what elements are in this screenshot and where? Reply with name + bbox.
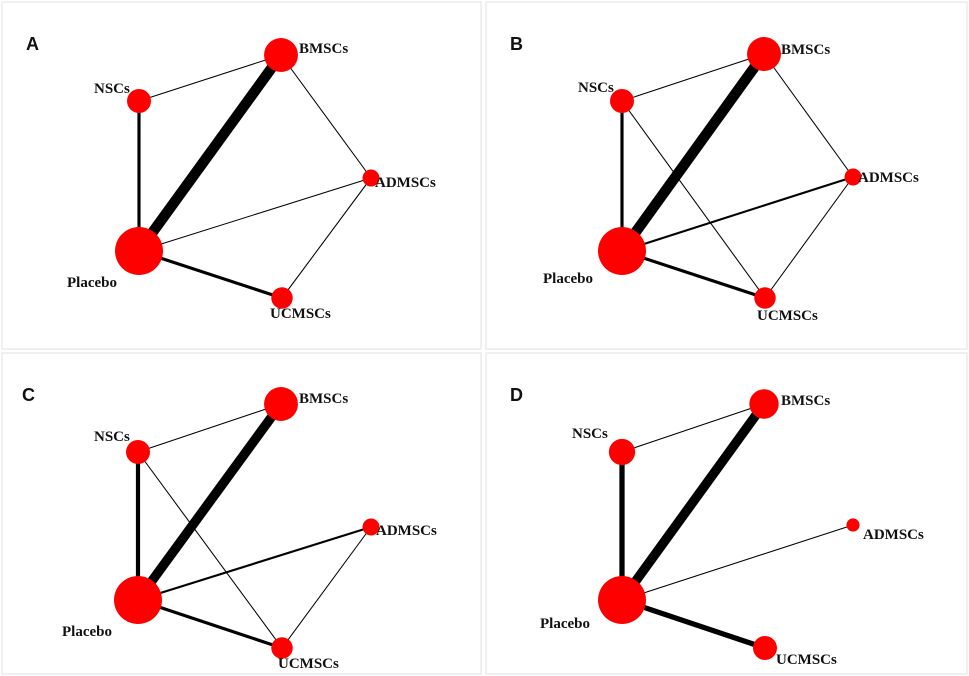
- panel-letter: C: [22, 385, 35, 405]
- node-label-placebo: Placebo: [62, 624, 112, 640]
- node-label-bmscs: BMSCs: [781, 393, 830, 409]
- edge-bmscs-admscs: [280, 54, 372, 179]
- edge-placebo-ucmscs: [621, 249, 766, 300]
- node-label-bmscs: BMSCs: [781, 42, 830, 58]
- panel-frame: [1, 352, 482, 675]
- edge-nscs-bmscs: [621, 403, 765, 453]
- node-nscs: [610, 89, 634, 113]
- panel-letter: A: [26, 34, 39, 54]
- node-label-nscs: NSCs: [94, 81, 130, 97]
- edge-admscs-ucmscs: [281, 526, 372, 649]
- edge-placebo-admscs: [621, 524, 854, 601]
- panel-letter: B: [510, 34, 523, 54]
- node-label-nscs: NSCs: [578, 80, 614, 96]
- panel-frame: [485, 1, 968, 350]
- node-label-ucmscs: UCMSCs: [270, 306, 331, 322]
- edge-nscs-bmscs: [137, 403, 282, 453]
- edge-admscs-ucmscs: [764, 176, 854, 299]
- edge-nscs-ucmscs: [621, 100, 766, 299]
- node-nscs: [608, 438, 636, 466]
- node-placebo: [598, 576, 646, 624]
- node-label-nscs: NSCs: [94, 429, 130, 445]
- node-bmscs: [749, 389, 779, 419]
- edge-placebo-bmscs: [617, 50, 769, 255]
- edge-nscs-bmscs: [138, 54, 282, 102]
- edge-placebo-ucmscs: [621, 597, 766, 651]
- node-admscs: [362, 169, 380, 187]
- node-ucmscs: [271, 287, 293, 309]
- panel-letter: D: [510, 385, 523, 405]
- edge-placebo-bmscs: [134, 401, 285, 603]
- edge-nscs-bmscs: [621, 53, 765, 102]
- edge-placebo-ucmscs: [137, 598, 283, 650]
- edge-nscs-ucmscs: [137, 451, 283, 649]
- node-label-admscs: ADMSCs: [858, 170, 919, 186]
- node-placebo: [115, 227, 163, 275]
- node-nscs: [126, 440, 150, 464]
- node-bmscs: [747, 37, 781, 71]
- panel-frame: [1, 1, 482, 350]
- node-label-admscs: ADMSCs: [863, 527, 924, 543]
- node-admscs: [846, 518, 860, 532]
- node-placebo: [114, 576, 162, 624]
- edge-placebo-admscs: [138, 177, 372, 252]
- node-label-nscs: NSCs: [572, 426, 608, 442]
- node-nscs: [127, 89, 151, 113]
- edge-placebo-bmscs: [134, 51, 286, 255]
- node-ucmscs: [753, 636, 777, 660]
- node-label-bmscs: BMSCs: [299, 41, 348, 57]
- node-label-placebo: Placebo: [540, 616, 590, 632]
- node-label-bmscs: BMSCs: [299, 391, 348, 407]
- node-label-admscs: ADMSCs: [376, 523, 437, 539]
- node-bmscs: [264, 38, 298, 72]
- node-bmscs: [264, 387, 298, 421]
- node-label-placebo: Placebo: [67, 275, 117, 291]
- edge-bmscs-admscs: [763, 53, 854, 178]
- node-ucmscs: [271, 637, 293, 659]
- node-label-ucmscs: UCMSCs: [757, 308, 818, 324]
- node-admscs: [362, 518, 380, 536]
- node-label-ucmscs: UCMSCs: [776, 652, 837, 668]
- edge-placebo-bmscs: [618, 401, 768, 603]
- panel-frame: [485, 352, 968, 675]
- edge-placebo-admscs: [137, 525, 372, 602]
- edge-placebo-ucmscs: [138, 249, 283, 300]
- node-placebo: [598, 227, 646, 275]
- edge-placebo-admscs: [621, 176, 854, 252]
- node-ucmscs: [754, 287, 776, 309]
- edge-admscs-ucmscs: [281, 177, 372, 299]
- node-label-admscs: ADMSCs: [375, 175, 436, 191]
- node-admscs: [844, 168, 862, 186]
- node-label-ucmscs: UCMSCs: [278, 656, 339, 672]
- node-label-placebo: Placebo: [543, 271, 593, 287]
